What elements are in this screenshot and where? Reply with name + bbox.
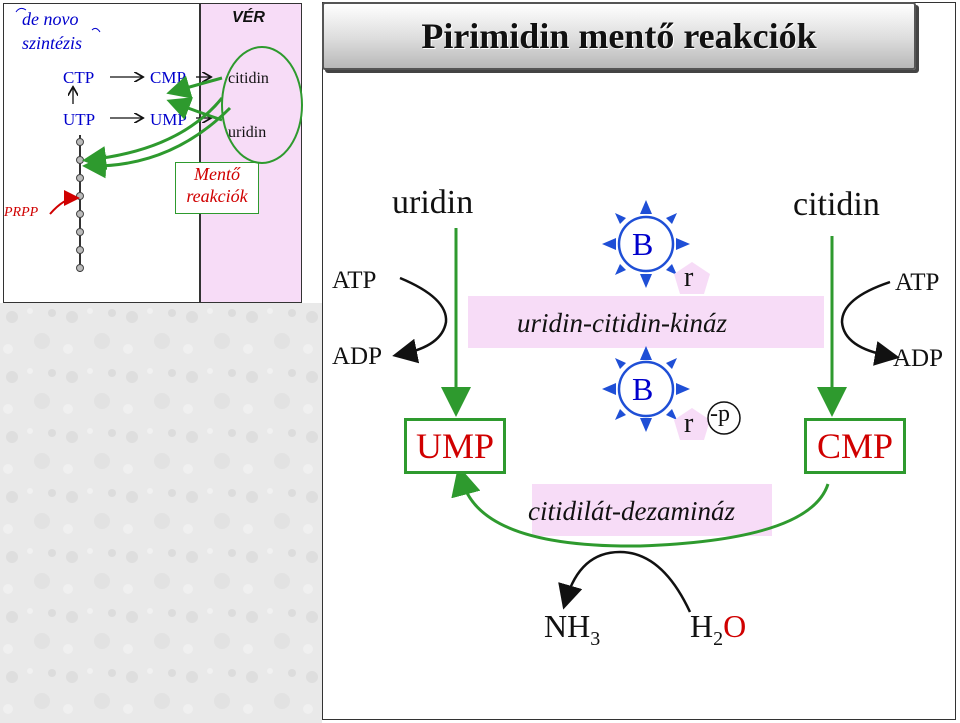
- inset-arrows: [15, 7, 303, 272]
- phosphate-label: -p: [710, 401, 730, 427]
- deaminase-band: [532, 484, 772, 536]
- background-texture: [0, 303, 322, 723]
- main-panel: [322, 2, 956, 720]
- de-novo-label: de novo: [22, 9, 79, 29]
- cmp-label: CMP: [816, 426, 894, 466]
- chain-node: [76, 138, 84, 146]
- salvage-arrow-chain-b: [82, 106, 232, 179]
- uridin-label: uridin: [392, 184, 474, 221]
- citidin-label: citidin: [793, 186, 880, 223]
- water-subscript: 2: [713, 628, 724, 650]
- cmp-box: CMP: [804, 418, 906, 474]
- prpp-arrow: [49, 190, 80, 215]
- szintezis-label: szintézis: [22, 33, 83, 53]
- adp-right-label: ADP: [893, 345, 944, 372]
- water-o: O: [723, 608, 747, 644]
- salvage-arrow-cmp: [166, 75, 223, 99]
- water-h: H: [690, 608, 714, 644]
- title-banner: Pirimidin mentő reakciók: [322, 2, 916, 70]
- chain-node: [76, 246, 84, 254]
- water-label: H2O: [690, 608, 747, 649]
- cmp-to-ump-arrow: [451, 465, 830, 548]
- kinase-band: [468, 296, 824, 348]
- ribose-top-label: r: [684, 262, 694, 293]
- adp-left-label: ADP: [332, 343, 383, 370]
- inset-utp: UTP: [63, 110, 96, 129]
- ribose-pentagon-top: [674, 262, 710, 294]
- inset-prpp: PRPP: [4, 205, 39, 220]
- ver-label: VÉR: [232, 9, 265, 26]
- ribose-pentagon-bottom: [674, 408, 710, 440]
- base-top-label: B: [632, 226, 654, 262]
- ammonia-n-h: NH: [544, 608, 591, 644]
- atp-adp-right-arrow: [840, 280, 900, 366]
- mento-label: Mentő: [194, 164, 240, 184]
- ump-box: UMP: [404, 418, 506, 474]
- inset-citidin: citidin: [228, 70, 269, 87]
- reakciok-label: reakciók: [186, 186, 248, 206]
- base-bottom-label: B: [632, 371, 654, 407]
- ribose-bottom-label: r: [684, 408, 694, 439]
- quote-mark-close: [91, 27, 101, 33]
- phosphate-circle: [707, 401, 741, 435]
- salvage-ellipse: [221, 46, 303, 164]
- chain-node: [76, 264, 84, 272]
- inset-uridin: uridin: [228, 124, 267, 141]
- h2o-to-nh3-arrow: [558, 550, 692, 613]
- base-star-bottom: [602, 346, 690, 432]
- salvage-arrow-chain-a: [82, 97, 224, 170]
- chain-node: [76, 228, 84, 236]
- base-star-top: [602, 200, 690, 288]
- deaminase-label: citidilát-dezamináz: [528, 496, 735, 526]
- inset-ctp: CTP: [63, 68, 95, 87]
- ammonia-label: NH3: [544, 608, 600, 649]
- chain-node: [76, 210, 84, 218]
- mento-reakciok-box: Mentő reakciók: [175, 162, 259, 214]
- kinase-label: uridin-citidin-kináz: [517, 308, 727, 338]
- quote-mark-open: [15, 7, 27, 13]
- atp-adp-left-arrow: [392, 276, 448, 364]
- page-title: Pirimidin mentő reakciók: [421, 16, 817, 56]
- ammonia-subscript: 3: [590, 628, 601, 650]
- atp-left-label: ATP: [332, 267, 377, 294]
- atp-right-label: ATP: [895, 269, 940, 296]
- ump-label: UMP: [415, 426, 495, 466]
